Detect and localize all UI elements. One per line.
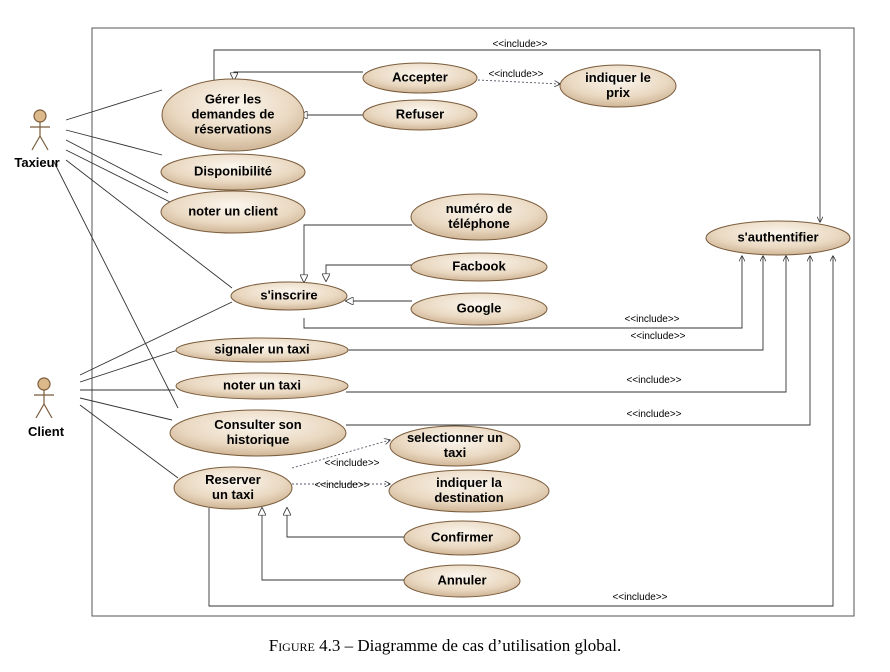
use-case-ellipse xyxy=(410,252,548,282)
use-case-google: Google xyxy=(410,292,548,326)
actor-taxieur-label: Taxieur xyxy=(14,155,59,170)
use-case-confirmer: Confirmer xyxy=(403,520,521,556)
use-case-label: Refuser xyxy=(396,106,444,121)
figure-caption: Figure 4.3 – Diagramme de cas d’utilisat… xyxy=(0,636,890,656)
include-label: <<include>> xyxy=(612,592,667,603)
use-case-refuser: Refuser xyxy=(362,99,478,131)
use-case-label: historique xyxy=(227,432,290,447)
include-labels: <<include>> <<include>> <<include>> <<in… xyxy=(314,39,685,603)
use-case-label: Reserver xyxy=(205,472,261,487)
use-case-label: s'authentifier xyxy=(737,229,818,244)
use-case-accepter: Accepter xyxy=(362,62,478,94)
use-case-label: noter un client xyxy=(188,203,278,218)
use-case-ellipse xyxy=(175,372,349,400)
use-case-label: indiquer le xyxy=(585,70,651,85)
use-case-label: réservations xyxy=(194,121,271,136)
use-case-inscrire: s'inscrire xyxy=(230,281,348,311)
use-case-label: numéro de xyxy=(446,201,512,216)
use-case-ellipse xyxy=(160,153,306,191)
include-label: <<include>> xyxy=(314,480,369,491)
caption-text: – Diagramme de cas d’utilisation global. xyxy=(344,636,622,655)
use-case-ellipse xyxy=(160,190,306,234)
use-case-ellipse xyxy=(559,64,677,108)
use-case-signaler: signaler un taxi xyxy=(175,337,349,363)
use-case-ellipse xyxy=(389,425,521,467)
include-label: <<include>> xyxy=(324,458,379,469)
system-boundary xyxy=(91,27,855,617)
use-case-ellipse xyxy=(388,469,550,513)
use-case-ellipse xyxy=(705,220,851,256)
associations xyxy=(52,89,233,479)
include-connectors xyxy=(208,49,833,607)
use-case-label: Google xyxy=(457,300,502,315)
use-case-ellipse xyxy=(161,78,305,152)
use-case-label: Disponibilité xyxy=(194,163,272,178)
use-case-label: Confirmer xyxy=(431,529,493,544)
actor-client-label: Client xyxy=(28,424,65,439)
use-case-label: selectionner un xyxy=(407,430,503,445)
include-label: <<include>> xyxy=(488,69,543,80)
use-case-authentifier: s'authentifier xyxy=(705,220,851,256)
use-case-label: téléphone xyxy=(448,216,509,231)
use-case-label: indiquer la xyxy=(436,475,503,490)
use-case-label: prix xyxy=(606,85,631,100)
include-label: <<include>> xyxy=(492,39,547,50)
include-label: <<include>> xyxy=(626,375,681,386)
use-case-label: Facbook xyxy=(452,258,506,273)
use-case-ellipse xyxy=(403,520,521,556)
use-case-ellipse xyxy=(410,292,548,326)
use-case-label: signaler un taxi xyxy=(214,341,309,356)
use-case-label: taxi xyxy=(444,445,466,460)
caption-figure-word: Figure xyxy=(268,636,315,655)
use-case-noter-client: noter un client xyxy=(160,190,306,234)
use-case-label: un taxi xyxy=(212,487,254,502)
use-case-ellipse xyxy=(362,62,478,94)
use-case-ellipse xyxy=(169,409,347,457)
use-case-label: demandes de xyxy=(191,106,274,121)
include-label: <<include>> xyxy=(624,314,679,325)
include-label: <<include>> xyxy=(630,331,685,342)
use-case-ellipse xyxy=(410,193,548,241)
use-case-label: Accepter xyxy=(392,69,448,84)
use-case-label: Gérer les xyxy=(205,91,261,106)
use-case-facbook: Facbook xyxy=(410,252,548,282)
use-case-annuler: Annuler xyxy=(403,564,521,598)
use-case-ellipse xyxy=(403,564,521,598)
generalizations xyxy=(234,71,412,581)
actor-client xyxy=(34,377,54,419)
use-case-noter-taxi: noter un taxi xyxy=(175,372,349,400)
use-case-ellipse xyxy=(230,281,348,311)
use-case-label: s'inscrire xyxy=(260,287,317,302)
use-case-ellipse xyxy=(175,337,349,363)
use-case-ellipse xyxy=(173,466,293,510)
caption-number: 4.3 xyxy=(319,636,341,655)
include-dashed xyxy=(291,79,560,484)
use-case-label: Annuler xyxy=(437,572,486,587)
actor-taxieur xyxy=(30,109,50,151)
include-label: <<include>> xyxy=(626,409,681,420)
use-case-disponibilite: Disponibilité xyxy=(160,153,306,191)
use-case-label: Consulter son xyxy=(214,417,301,432)
use-case-label: destination xyxy=(434,490,503,505)
use-case-label: noter un taxi xyxy=(223,377,301,392)
use-case-ellipse xyxy=(362,99,478,131)
